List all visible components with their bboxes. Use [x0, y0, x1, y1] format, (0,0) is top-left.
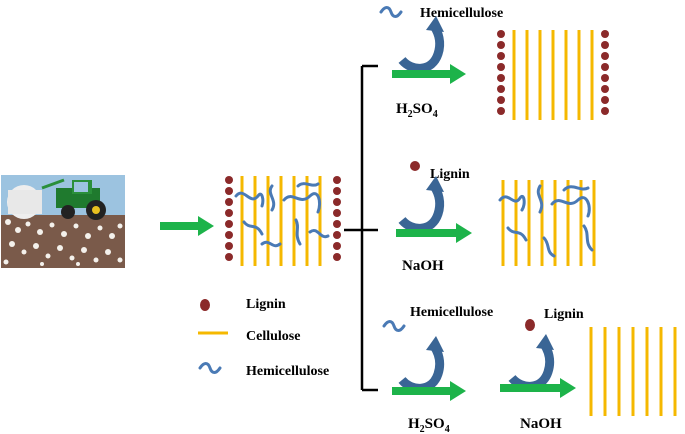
seq-alkali-arrow-head [560, 378, 576, 398]
legend-cellulose-label: Cellulose [246, 329, 300, 344]
lignin-icon [525, 319, 535, 331]
acid-arrow-head [450, 64, 466, 84]
h2so4-label-top: H2SO4 [396, 101, 438, 120]
curved-removal-arrow-icon [512, 334, 554, 386]
main-arrow [160, 216, 214, 236]
curved-removal-arrow-icon [402, 176, 444, 228]
seq-acid-arrow-body [392, 387, 452, 395]
branch-sequential: Hemicellulose H2SO4 Lignin NaOH [382, 305, 677, 434]
branch-bracket [344, 64, 378, 392]
hemicellulose-label-bottom: Hemicellulose [410, 305, 493, 320]
curved-removal-arrow-icon [402, 16, 444, 68]
h2so4-label-bottom: H2SO4 [408, 416, 450, 434]
acid-arrow-body [392, 70, 452, 78]
acid-product-structure [497, 30, 609, 120]
legend-lignin-label: Lignin [246, 297, 286, 312]
lignin-label-bottom: Lignin [544, 307, 584, 322]
legend-hemicellulose-label: Hemicellulose [246, 364, 329, 379]
curved-removal-arrow-icon [402, 336, 444, 388]
seq-acid-arrow-head [450, 381, 466, 401]
branch-acid: Hemicellulose H2SO4 [379, 6, 609, 120]
hemicellulose-icon [379, 6, 403, 18]
alkali-product-structure [498, 180, 596, 266]
hemicellulose-icon [382, 320, 406, 332]
pure-cellulose-structure [589, 327, 677, 416]
raw-biomass-structure [225, 176, 341, 266]
lignin-icon [410, 161, 420, 171]
alkali-arrow-body [396, 229, 458, 237]
legend-lignin-icon [200, 299, 210, 311]
lignin-label-mid: Lignin [430, 167, 470, 182]
seq-alkali-arrow-body [500, 384, 562, 392]
branch-alkali: Lignin NaOH [396, 161, 596, 274]
hemicellulose-label-top: Hemicellulose [420, 6, 503, 21]
legend-hemicellulose-icon [198, 362, 222, 374]
naoh-label-bottom: NaOH [520, 416, 562, 432]
legend: Lignin Cellulose Hemicellulose [198, 297, 329, 379]
alkali-arrow-head [456, 223, 472, 243]
cotton-field-photo [1, 175, 125, 268]
naoh-label-mid: NaOH [402, 258, 444, 274]
